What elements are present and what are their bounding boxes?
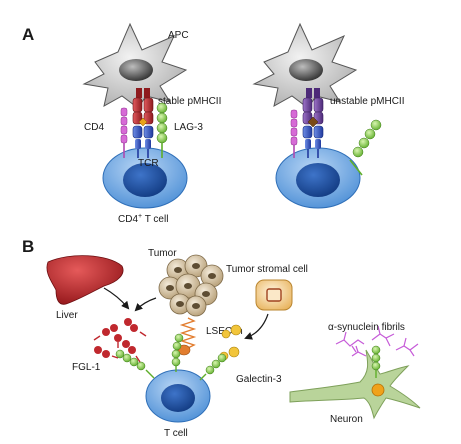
lag3-label: LAG-3 [174, 122, 203, 133]
unstable-pmhcii [302, 88, 324, 125]
fgl1-molecule [122, 340, 141, 363]
fgl1-label: FGL-1 [72, 362, 101, 373]
cd4-t-cell-label: CD4+ T cell [118, 213, 168, 225]
lag3-left [156, 102, 168, 158]
neuron-label: Neuron [330, 414, 363, 425]
fgl1-molecule [124, 318, 147, 337]
apc-nucleus-right [289, 59, 323, 81]
stable-pmhcii-label: stable pMHCII [158, 96, 221, 107]
peptide-unstable [307, 116, 319, 128]
t-cell-nucleus-left [123, 163, 167, 197]
t-cell-right [275, 147, 361, 209]
t-cell-nucleus-right [296, 163, 340, 197]
apc-label: APC [168, 30, 189, 41]
tcr-right [302, 125, 324, 158]
lag3-b-right [199, 353, 227, 381]
arrow-stromal-to-galectin [244, 313, 269, 340]
tumor-stromal-label: Tumor stromal cell [226, 264, 308, 275]
fgl1-molecules [93, 318, 147, 363]
lag3-right [349, 119, 382, 176]
apc-cell-left [82, 22, 188, 109]
liver [46, 255, 124, 305]
tcr-left [132, 125, 154, 158]
t-cell-b-nucleus [161, 384, 195, 412]
panel-a-letter: A [22, 25, 34, 44]
stable-pmhcii [132, 88, 154, 125]
t-cell-b [145, 369, 211, 423]
cd4-coreceptor [120, 107, 128, 158]
tumor-stromal-cell [255, 279, 293, 311]
liver-label: Liver [56, 310, 78, 321]
lag3-b-left [115, 349, 155, 379]
tumor-cluster [158, 254, 224, 317]
fgl1-molecule [93, 324, 118, 341]
panel-b-letter: B [22, 237, 34, 256]
neuron-nucleus [371, 383, 385, 397]
fgl1-molecule [94, 346, 119, 359]
lsectin [177, 317, 197, 356]
apc-nucleus-left [119, 59, 153, 81]
cd4-coreceptor-right [290, 109, 298, 158]
cd4-label: CD4 [84, 122, 104, 133]
peptide-stable [138, 117, 148, 127]
alpha-synuclein-label: α-synuclein fibrils [328, 322, 405, 333]
t-cell-label: T cell [164, 428, 188, 439]
lag3-b-center [171, 333, 184, 372]
arrow-liver-to-fgl1 [103, 287, 130, 310]
apc-cell-right [252, 22, 358, 109]
arrow-tumor-to-fgl1 [134, 297, 157, 312]
cd4-t-cell-left [102, 147, 188, 209]
unstable-pmhcii-label: unstable pMHCII [330, 96, 404, 107]
galectin3-label: Galectin-3 [236, 374, 282, 385]
tcr-label: TCR [138, 158, 159, 169]
neuron [289, 349, 421, 420]
lag3-neuron [371, 345, 381, 378]
alpha-synuclein-fibrils [335, 325, 419, 357]
galectin3-molecule [221, 324, 242, 339]
tumor-label: Tumor [148, 248, 177, 259]
fgl1-molecule [114, 334, 122, 348]
